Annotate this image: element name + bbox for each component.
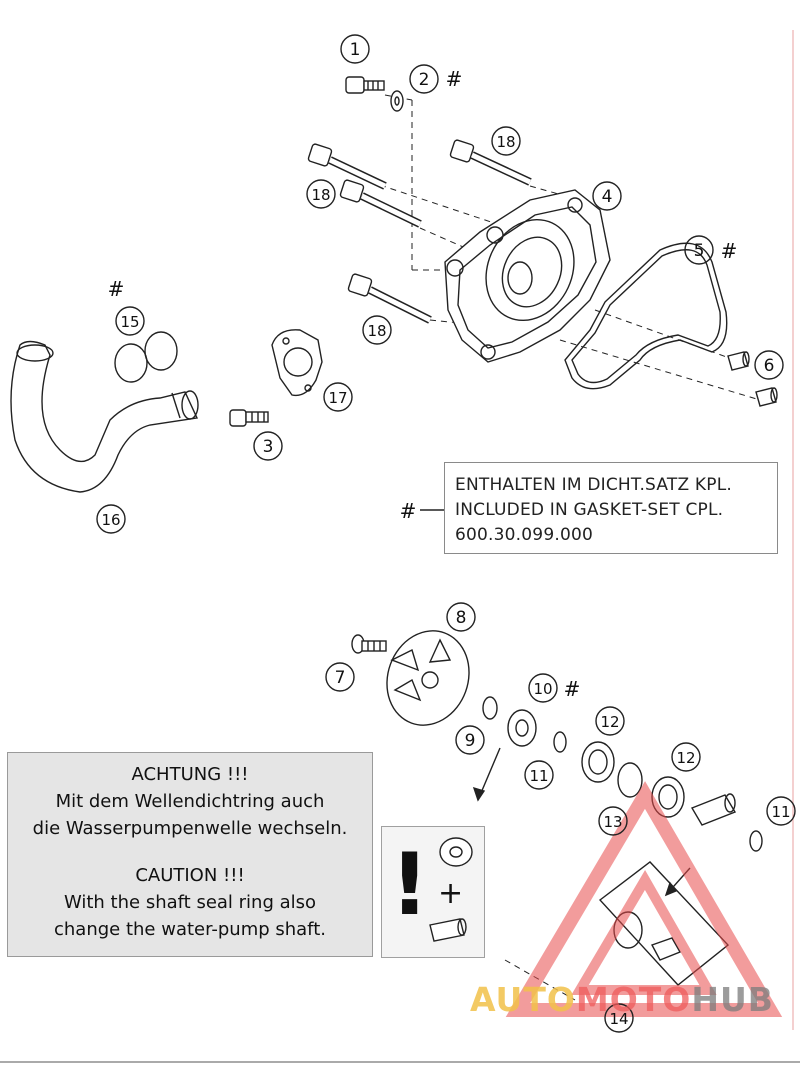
hash-part-5: # bbox=[721, 239, 738, 263]
caution-box: ACHTUNG !!! Mit dem Wellendichtring auch… bbox=[7, 752, 373, 957]
caution-line-de-2: die Wasserpumpenwelle wechseln. bbox=[32, 818, 348, 839]
callout-18c: 18 bbox=[367, 322, 386, 340]
shaft-seal-part-10 bbox=[507, 709, 537, 747]
callout-7: 7 bbox=[335, 668, 346, 688]
callout-12b: 12 bbox=[676, 749, 695, 767]
replace-together-inset: ! + bbox=[381, 826, 485, 958]
callout-12a: 12 bbox=[600, 713, 619, 731]
note-line-1: ENTHALTEN IM DICHT.SATZ KPL. bbox=[455, 475, 732, 495]
watermark-text: AUTOMOTOHUB bbox=[470, 980, 774, 1019]
callout-2: 2 bbox=[419, 70, 430, 90]
long-bolt-part-18d bbox=[347, 273, 432, 324]
callout-5: 5 bbox=[694, 241, 705, 261]
long-bolt-part-18a bbox=[449, 139, 532, 186]
plus-icon: + bbox=[438, 876, 464, 911]
screw-part-7 bbox=[351, 634, 387, 654]
pump-cover-part-4 bbox=[444, 189, 611, 363]
watermark-text-hub: HUB bbox=[691, 980, 774, 1019]
hash-part-15: # bbox=[108, 277, 125, 301]
long-bolt-part-18b bbox=[307, 143, 387, 190]
callout-6: 6 bbox=[764, 356, 775, 376]
impeller-part-8 bbox=[386, 630, 470, 726]
caution-title-en: CAUTION !!! bbox=[135, 865, 245, 886]
callout-16: 16 bbox=[101, 511, 120, 529]
callout-11b: 11 bbox=[771, 803, 790, 821]
hose-part-16 bbox=[10, 340, 199, 493]
caution-line-de-1: Mit dem Wellendichtring auch bbox=[55, 791, 325, 812]
callout-9: 9 bbox=[465, 731, 476, 751]
caution-line-en-2: change the water-pump shaft. bbox=[54, 919, 326, 940]
callout-18a: 18 bbox=[496, 133, 515, 151]
ring-part-9 bbox=[482, 696, 498, 720]
dowel-sleeves-part-6 bbox=[727, 351, 778, 407]
watermark-text-auto: AUTO bbox=[470, 980, 576, 1019]
callout-3: 3 bbox=[263, 437, 274, 457]
pump-shaft bbox=[690, 793, 737, 826]
bolt-part-1 bbox=[345, 76, 385, 94]
o-ring-part-15b bbox=[144, 331, 178, 371]
callout-15: 15 bbox=[120, 313, 139, 331]
callout-1: 1 bbox=[350, 40, 361, 60]
exclamation-icon: ! bbox=[390, 835, 430, 935]
watermark-text-moto: MOTO bbox=[575, 980, 692, 1019]
watermark-logo bbox=[505, 781, 783, 1017]
callout-4: 4 bbox=[602, 187, 613, 207]
note-line-3: 600.30.099.000 bbox=[455, 525, 593, 545]
callout-8: 8 bbox=[456, 608, 467, 628]
o-ring-part-15a bbox=[114, 343, 148, 383]
circlip-part-11b bbox=[749, 830, 763, 852]
note-line-2: INCLUDED IN GASKET-SET CPL. bbox=[455, 500, 724, 520]
flange-gasket-part-17 bbox=[271, 329, 323, 397]
bearing-part-12a bbox=[581, 741, 615, 783]
callout-17: 17 bbox=[328, 389, 347, 407]
callout-18b: 18 bbox=[311, 186, 330, 204]
caution-line-en-1: With the shaft seal ring also bbox=[63, 892, 317, 913]
hash-part-10: # bbox=[564, 677, 581, 701]
circlip-part-11a bbox=[553, 731, 567, 753]
seal-and-shaft-icon bbox=[429, 837, 473, 942]
gasket-part-5 bbox=[564, 242, 728, 390]
long-bolt-part-18c bbox=[339, 179, 422, 228]
callout-14: 14 bbox=[609, 1010, 628, 1028]
washer-part-2 bbox=[390, 90, 404, 112]
callout-11a: 11 bbox=[529, 767, 548, 785]
callout-10: 10 bbox=[533, 680, 552, 698]
hash-part-2: # bbox=[446, 67, 463, 91]
hash-note: # bbox=[400, 499, 417, 523]
circlip-part-13 bbox=[617, 762, 643, 798]
bolt-part-3 bbox=[229, 409, 269, 427]
callout-13: 13 bbox=[603, 813, 622, 831]
caution-title-de: ACHTUNG !!! bbox=[131, 764, 249, 785]
gasket-set-note: ENTHALTEN IM DICHT.SATZ KPL. INCLUDED IN… bbox=[444, 462, 778, 554]
